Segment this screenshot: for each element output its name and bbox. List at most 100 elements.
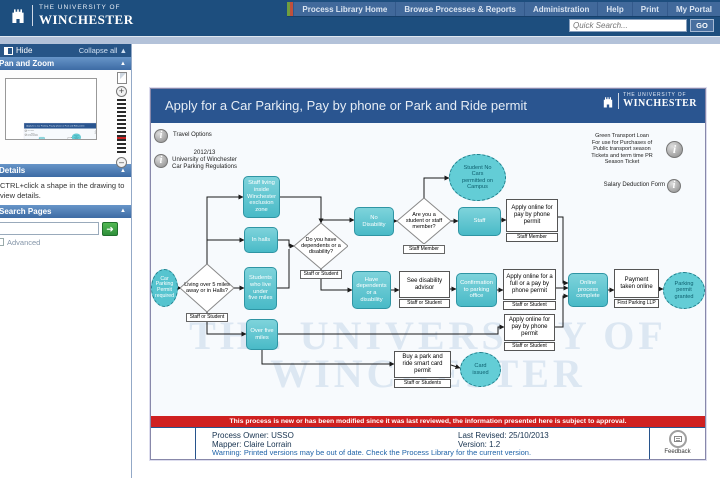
info-icon[interactable]: i bbox=[667, 179, 681, 193]
flow-label-d-distance: Staff or Student bbox=[186, 313, 228, 322]
nav-browse-processes[interactable]: Browse Processes & Reports bbox=[395, 2, 524, 16]
flow-node-start[interactable]: Car Parking Permit required bbox=[151, 269, 178, 307]
nav-my-portal[interactable]: My Portal bbox=[666, 2, 720, 16]
flow-node-d-dependents[interactable]: Do you have dependents or a disability? bbox=[294, 223, 348, 269]
flow-node-permit-granted[interactable]: Parking permit granted bbox=[663, 272, 705, 309]
university-logo: THE UNIVERSITY OF WINCHESTER bbox=[10, 4, 134, 27]
zoom-in-button[interactable]: + bbox=[116, 86, 127, 97]
nav-process-library-home[interactable]: Process Library Home bbox=[293, 2, 395, 16]
review-alert-bar: This process is new or has been modified… bbox=[151, 416, 705, 427]
process-title-bar: Apply for a Car Parking, Pay by phone or… bbox=[151, 89, 705, 123]
flow-node-confirmation[interactable]: Confirmation to parking office bbox=[456, 273, 497, 307]
zoom-out-button[interactable]: – bbox=[116, 157, 127, 168]
info-icon[interactable]: i bbox=[154, 153, 168, 168]
footer-middle-cell: Process Owner: USSO Mapper: Claire Lorra… bbox=[196, 428, 649, 459]
castle-icon bbox=[603, 96, 613, 107]
process-mapper: Mapper: Claire Lorrain bbox=[212, 440, 292, 449]
search-pages-title: Search Pages bbox=[0, 206, 52, 216]
pan-zoom-title: Pan and Zoom bbox=[0, 59, 55, 68]
brand-line2: WINCHESTER bbox=[623, 98, 697, 109]
flow-node-staff-living[interactable]: Staff living inside Winchester exclusion… bbox=[243, 176, 280, 218]
quick-search-input[interactable] bbox=[569, 19, 687, 32]
flow-label-d-member: Staff Member bbox=[403, 245, 445, 254]
search-pages-input[interactable] bbox=[0, 222, 99, 235]
process-title: Apply for a Car Parking, Pay by phone or… bbox=[165, 98, 528, 113]
info-icon[interactable]: i bbox=[154, 129, 168, 143]
last-revised: Last Revised: 25/10/2013 bbox=[458, 431, 549, 440]
hide-icon bbox=[4, 46, 13, 55]
fit-page-button[interactable] bbox=[116, 72, 127, 84]
collapse-all-label: Collapse all bbox=[78, 46, 118, 55]
details-title: Details bbox=[0, 166, 26, 175]
collapse-all-button[interactable]: Collapse all ▲ bbox=[79, 46, 127, 55]
nav-administration[interactable]: Administration bbox=[523, 2, 597, 16]
collapse-caret-icon: ▲ bbox=[120, 208, 126, 214]
collapse-caret-icon: ▲ bbox=[119, 46, 127, 55]
travel-options-note: i Travel Options bbox=[154, 129, 212, 143]
collapse-caret-icon: ▲ bbox=[120, 167, 126, 174]
castle-icon bbox=[12, 9, 24, 24]
flow-node-no-disability[interactable]: No Disability bbox=[354, 207, 394, 236]
header-divider-strip bbox=[0, 36, 720, 44]
search-pages-panel-header[interactable]: Search Pages ▲ bbox=[0, 204, 131, 218]
pan-zoom-panel-header[interactable]: Pan and Zoom ▲ bbox=[0, 57, 131, 70]
brand-line1: THE UNIVERSITY OF bbox=[623, 92, 687, 98]
brand-line1: THE UNIVERSITY OF bbox=[39, 4, 121, 11]
pan-zoom-thumbnail[interactable]: Apply for a Car Parking, Pay by phone or… bbox=[5, 78, 97, 140]
flow-node-over-five[interactable]: Over five miles bbox=[246, 319, 278, 350]
details-panel-header[interactable]: Details ▲ bbox=[0, 164, 131, 177]
flow-node-d-distance[interactable]: Living over 5 miles away or in Halls? bbox=[180, 264, 234, 312]
flow-label-d-dependents: Staff or Student bbox=[300, 270, 342, 279]
nav-accent-orange bbox=[290, 2, 294, 16]
info-icon[interactable]: i bbox=[666, 140, 683, 158]
flow-node-students-under[interactable]: Students who live under five miles bbox=[244, 267, 277, 310]
main-area: Apply for a Car Parking, Pay by phone or… bbox=[132, 44, 720, 478]
flow-node-no-cars[interactable]: Student No Cars permitted on Campus bbox=[449, 154, 506, 201]
flow-node-apply-full[interactable]: Apply online for a full or a pay by phon… bbox=[503, 269, 556, 310]
footer-left-cell bbox=[151, 428, 196, 459]
zoom-slider-handle[interactable] bbox=[117, 137, 126, 139]
flow-node-in-halls[interactable]: In halls bbox=[244, 227, 278, 253]
process-map-page: Apply for a Car Parking, Pay by phone or… bbox=[150, 88, 706, 460]
flow-node-staff[interactable]: Staff bbox=[458, 207, 501, 236]
flowchart-canvas[interactable]: THE UNIVERSITY OF WINCHESTER i Travel Op… bbox=[151, 123, 705, 416]
green-transport-loan-note: Green Transport Loan For use for Purchas… bbox=[581, 133, 683, 166]
flow-node-d-member[interactable]: Are you a student or staff member? bbox=[397, 198, 451, 244]
search-pages-go-button[interactable]: ➜ bbox=[102, 221, 118, 236]
advanced-label: Advanced bbox=[7, 237, 41, 247]
top-nav: Process Library Home Browse Processes & … bbox=[287, 2, 720, 17]
zoom-slider[interactable] bbox=[117, 99, 126, 155]
process-owner: Process Owner: USSO bbox=[212, 431, 294, 440]
nav-accent-green bbox=[287, 2, 291, 16]
quick-search-go-button[interactable]: GO bbox=[690, 19, 714, 32]
print-warning: Warning: Printed versions may be out of … bbox=[212, 448, 532, 457]
top-header: THE UNIVERSITY OF WINCHESTER Process Lib… bbox=[0, 0, 720, 36]
sidebar-topbar: Hide Collapse all ▲ bbox=[0, 44, 131, 57]
version: Version: 1.2 bbox=[458, 440, 501, 449]
feedback-label: Feedback bbox=[664, 449, 691, 455]
collapse-caret-icon: ▲ bbox=[120, 60, 126, 67]
nav-print[interactable]: Print bbox=[631, 2, 667, 16]
details-hint: CTRL+click a shape in the drawing to vie… bbox=[0, 181, 125, 200]
parking-regulations-note: i 2012/13 University of Winchester Car P… bbox=[154, 150, 237, 172]
zoom-control-strip: + – bbox=[115, 72, 128, 168]
brand-line2: WINCHESTER bbox=[39, 11, 134, 27]
feedback-icon bbox=[673, 436, 682, 442]
process-map-page: Apply for a Car Parking, Pay by phone or… bbox=[24, 123, 96, 139]
page-logo: THE UNIVERSITY OF WINCHESTER bbox=[602, 93, 697, 109]
flow-node-card-issued[interactable]: Card issued bbox=[460, 352, 501, 387]
nav-help[interactable]: Help bbox=[597, 2, 631, 16]
flow-node-have-dependents[interactable]: Have dependents or a disability bbox=[352, 271, 391, 309]
feedback-button[interactable] bbox=[668, 430, 687, 448]
feedback-cell: Feedback bbox=[649, 428, 705, 459]
hide-sidebar-button[interactable]: Hide bbox=[4, 46, 32, 55]
salary-deduction-note: Salary Deduction Form i bbox=[604, 179, 681, 193]
advanced-checkbox[interactable] bbox=[0, 238, 4, 246]
sidebar: Hide Collapse all ▲ Pan and Zoom ▲ Apply… bbox=[0, 44, 132, 478]
flow-node-online-complete[interactable]: Online process complete bbox=[568, 273, 608, 307]
